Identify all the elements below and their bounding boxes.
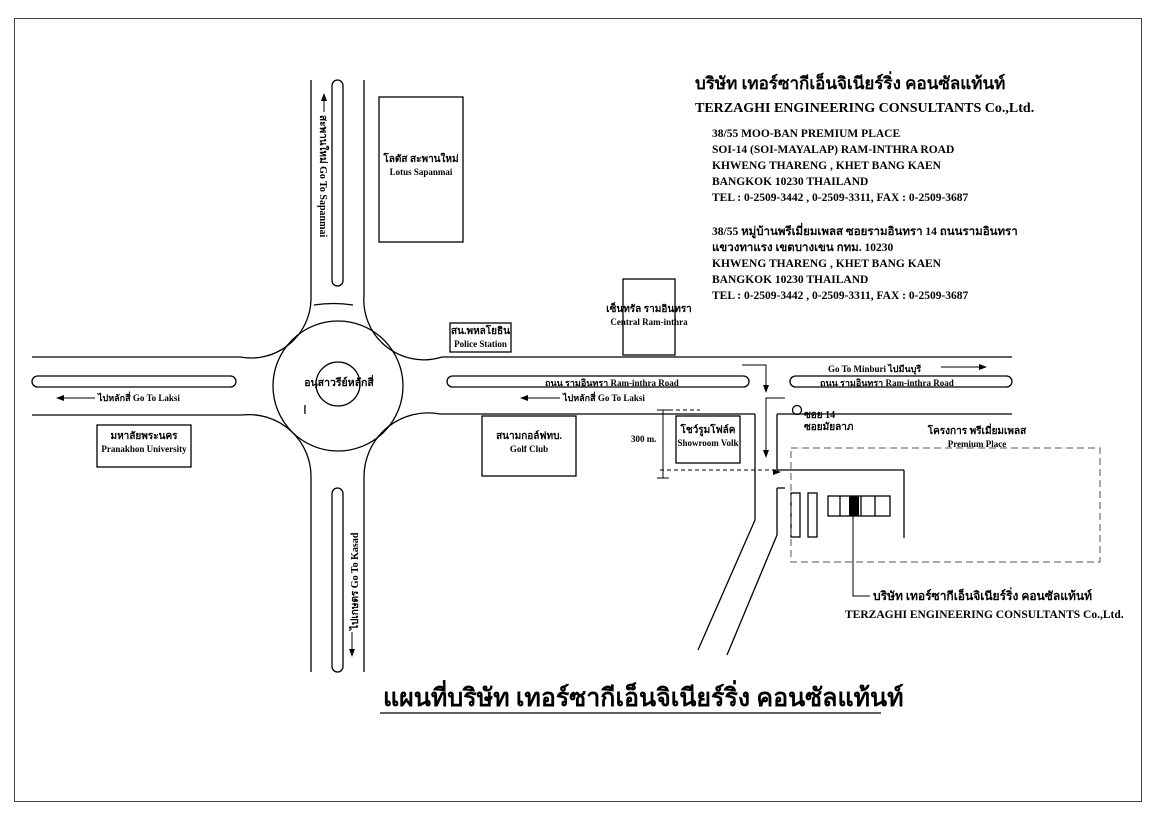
address-line: 38/55 MOO-BAN PREMIUM PLACE bbox=[712, 128, 901, 140]
go-to-laksi-west: ไปหลักสี่ Go To Laksi bbox=[98, 393, 180, 403]
golf-name-th: สนามกอล์ฟทบ. bbox=[496, 431, 562, 442]
go-to-minburi: Go To Minburi ไปมีนบุรี bbox=[828, 364, 922, 374]
address-line: แขวงทาแรง เขตบางเขน กทม. 10230 bbox=[712, 242, 894, 254]
university-label: มหาลัยพระนคร Pranakhon University bbox=[97, 431, 191, 455]
university-name-th: มหาลัยพระนคร bbox=[110, 431, 178, 442]
address-line: BANGKOK 10230 THAILAND bbox=[712, 274, 869, 286]
ramintra-road-label-east: ถนน รามอินทรา Ram-inthra Road bbox=[820, 378, 954, 388]
premium-name-en: Premium Place bbox=[947, 439, 1007, 449]
showroom-name-en: Showroom Volk bbox=[677, 438, 739, 448]
central-name-en: Central Ram-inthra bbox=[610, 317, 688, 327]
golf-label: สนามกอล์ฟทบ. Golf Club bbox=[482, 431, 576, 455]
monument-label: อนุสาวรีย์หลักสี่ bbox=[304, 378, 374, 389]
golf-name-en: Golf Club bbox=[509, 444, 549, 454]
go-to-kasad: ไปเกษตร Go To Kasad bbox=[350, 532, 361, 630]
address-line: KHWENG THARENG , KHET BANG KAEN bbox=[712, 160, 941, 172]
map-title: แผนที่บริษัท เทอร์ซากีเอ็นจิเนียร์ริ่ง ค… bbox=[383, 685, 904, 712]
lotus-name-th: โลตัส สะพานใหม่ bbox=[383, 154, 459, 165]
address-line: SOI-14 (SOI-MAYALAP) RAM-INTHRA ROAD bbox=[712, 144, 955, 156]
university-name-en: Pranakhon University bbox=[101, 444, 187, 454]
police-label: สน.พหลโยธิน Police Station bbox=[450, 326, 511, 350]
central-name-th: เซ็นทรัล รามอินทรา bbox=[606, 304, 692, 315]
address-line: 38/55 หมู่บ้านพรีเมี่ยมเพลส ซอยรามอินทรา… bbox=[712, 226, 1018, 238]
address-line: KHWENG THARENG , KHET BANG KAEN bbox=[712, 258, 941, 270]
address-th: 38/55 หมู่บ้านพรีเมี่ยมเพลส ซอยรามอินทรา… bbox=[712, 224, 1018, 304]
address-line: BANGKOK 10230 THAILAND bbox=[712, 176, 869, 188]
lotus-label: โลตัส สะพานใหม่ Lotus Sapanmai bbox=[379, 154, 463, 178]
map-frame bbox=[14, 18, 1142, 802]
central-label: เซ็นทรัล รามอินทรา Central Ram-inthra bbox=[596, 304, 702, 328]
police-name-th: สน.พหลโยธิน bbox=[451, 326, 510, 337]
premium-name-th: โครงการ พรีเมี่ยมเพลส bbox=[927, 426, 1027, 437]
lotus-name-en: Lotus Sapanmai bbox=[389, 167, 453, 177]
showroom-name-th: โชว์รูมโฟล์ค bbox=[680, 425, 736, 436]
soi-name: ซอยมัยลาภ bbox=[804, 422, 854, 433]
address-line: TEL : 0-2509-3442 , 0-2509-3311, FAX : 0… bbox=[712, 192, 969, 204]
showroom-label: โชว์รูมโฟล์ค Showroom Volk bbox=[672, 425, 744, 449]
soi-number: ซอย 14 bbox=[804, 410, 836, 421]
go-to-sapanmai: สะพานใหม่ Go To Sapanmai bbox=[317, 115, 328, 238]
distance-label: 300 m. bbox=[631, 434, 657, 444]
go-to-laksi-mid: ไปหลักสี่ Go To Laksi bbox=[563, 393, 645, 403]
address-en: 38/55 MOO-BAN PREMIUM PLACE SOI-14 (SOI-… bbox=[712, 126, 968, 206]
police-name-en: Police Station bbox=[454, 339, 507, 349]
target-name-en: TERZAGHI ENGINEERING CONSULTANTS Co.,Ltd… bbox=[845, 609, 1124, 621]
company-name-th: บริษัท เทอร์ซากีเอ็นจิเนียร์ริ่ง คอนซัลแ… bbox=[695, 74, 1006, 93]
target-name-th: บริษัท เทอร์ซากีเอ็นจิเนียร์ริ่ง คอนซัลแ… bbox=[873, 589, 1093, 603]
soi-label: ซอย 14 ซอยมัยลาภ bbox=[804, 410, 853, 434]
company-name-en: TERZAGHI ENGINEERING CONSULTANTS Co.,Ltd… bbox=[695, 101, 1035, 116]
address-line: TEL : 0-2509-3442 , 0-2509-3311, FAX : 0… bbox=[712, 290, 969, 302]
roundabout-outer bbox=[304, 302, 354, 415]
premium-place-label: โครงการ พรีเมี่ยมเพลส Premium Place bbox=[912, 426, 1042, 450]
ramintra-road-label: ถนน รามอินทรา Ram-inthra Road bbox=[545, 378, 679, 388]
